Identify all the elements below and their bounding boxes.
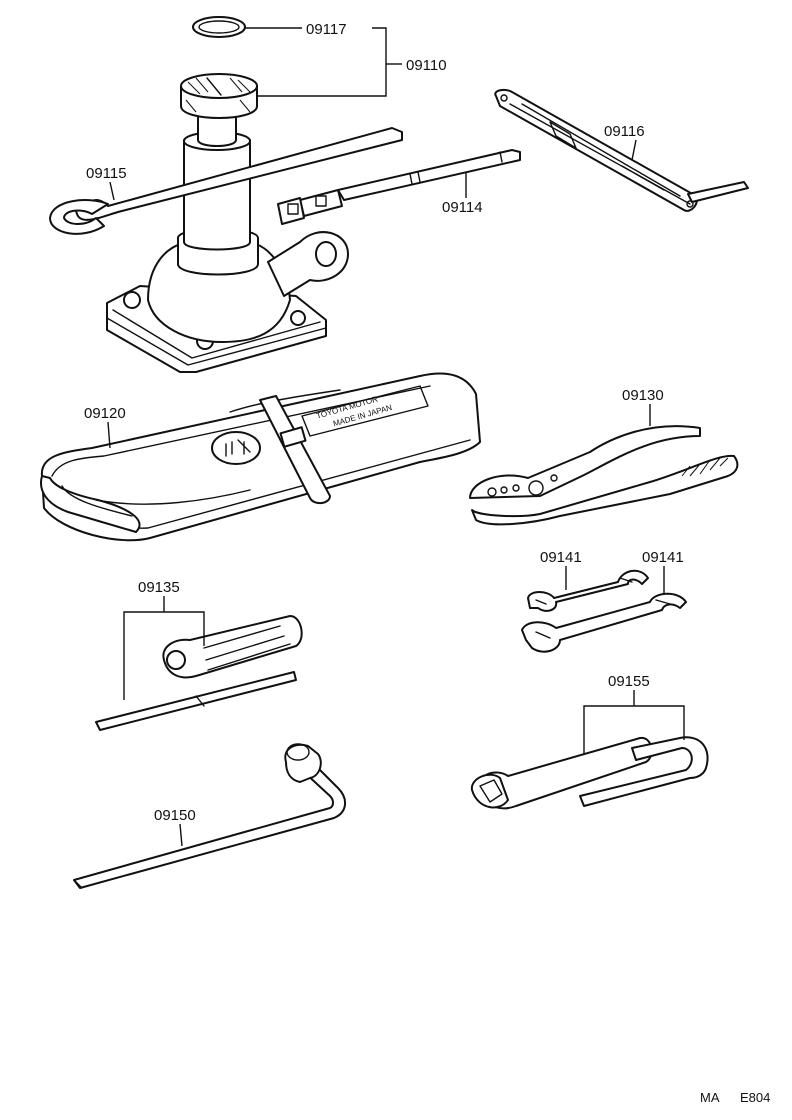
lug-wrench-part[interactable]	[73, 743, 346, 889]
label-09114: 09114	[442, 199, 483, 216]
label-09155: 09155	[608, 673, 650, 690]
label-09110: 09110	[406, 57, 447, 74]
open-end-wrench-large[interactable]	[521, 592, 687, 653]
label-09150: 09150	[154, 807, 196, 824]
tool-bag-part[interactable]: TOYOTA MOTOR MADE IN JAPAN	[40, 372, 481, 542]
o-ring-part[interactable]	[192, 16, 246, 38]
extension-bar-part[interactable]	[277, 149, 521, 225]
footer-code-right: E804	[740, 1090, 770, 1105]
part-labels: 09117 09110 09116 09115 09114 09120 0913…	[84, 21, 684, 824]
label-09115: 09115	[86, 165, 127, 182]
pliers-part[interactable]	[469, 425, 739, 526]
screwdriver-part[interactable]	[95, 615, 303, 731]
label-09117: 09117	[306, 21, 347, 38]
jack-assembly[interactable]	[106, 73, 349, 373]
label-09120: 09120	[84, 405, 126, 422]
label-09141-right: 09141	[642, 549, 684, 566]
label-09135: 09135	[138, 579, 180, 596]
label-09130: 09130	[622, 387, 664, 404]
jack-handle-hook-part[interactable]	[49, 127, 403, 235]
label-09116: 09116	[604, 123, 645, 140]
label-09141-left: 09141	[540, 549, 582, 566]
open-end-wrench-small[interactable]	[527, 569, 649, 612]
socket-wrench-part[interactable]	[470, 736, 709, 810]
jack-handle-part[interactable]	[494, 88, 749, 212]
leader-lines	[107, 27, 685, 847]
footer-code-left: MA	[700, 1090, 720, 1105]
